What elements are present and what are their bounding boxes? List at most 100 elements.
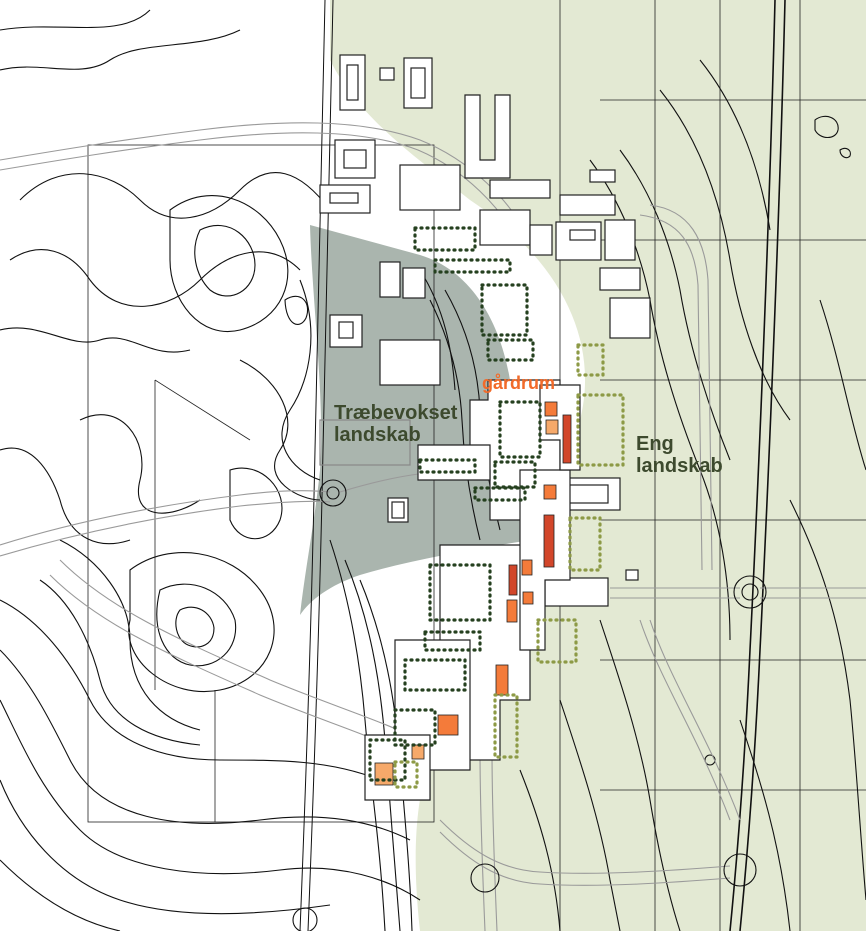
wooded-landscape-label-line1: Træbevokset (334, 402, 458, 424)
road (49, 574, 411, 756)
courtyard-fill (543, 514, 555, 568)
contour-line (0, 859, 121, 931)
road (639, 619, 741, 821)
contour-line (0, 447, 131, 545)
contour-line (194, 224, 256, 297)
railway-track (729, 0, 776, 931)
contour-line (599, 619, 681, 931)
building (334, 139, 376, 179)
tree-row (393, 760, 419, 789)
dotted-tree-rows-olive (393, 343, 625, 789)
roundabout (319, 479, 347, 507)
contour-line (169, 195, 289, 333)
contour-line (128, 552, 275, 692)
courtyard-fill (545, 419, 559, 435)
contour-line (519, 769, 561, 931)
tree-row (393, 708, 437, 747)
building (402, 267, 426, 299)
meadow-landscape-label-line2: landskab (636, 455, 723, 477)
courtyard-label: gårdrum (482, 373, 556, 393)
contour-line (559, 699, 621, 931)
building (329, 192, 359, 204)
existing-buildings (319, 54, 651, 607)
courtyard-fill (437, 714, 459, 736)
tree-row (433, 258, 512, 274)
railway-track (299, 0, 326, 931)
tree-row (536, 618, 578, 664)
meadow-landscape-label-line1: Eng (636, 433, 674, 455)
building (559, 194, 616, 216)
building (464, 94, 511, 179)
contour-line (739, 719, 791, 931)
tree-row (498, 400, 542, 459)
building (391, 501, 405, 519)
railway-track (307, 0, 334, 931)
building (343, 149, 367, 169)
building (555, 221, 602, 261)
building (387, 497, 409, 523)
building (329, 314, 363, 348)
pond-contour (814, 115, 839, 139)
contour-line (0, 649, 411, 841)
building (569, 229, 596, 241)
tree-row (493, 693, 519, 759)
building (339, 54, 366, 111)
roundabout (470, 863, 500, 893)
contour-line (789, 499, 866, 901)
parcel-boundary (87, 144, 435, 823)
building (410, 67, 426, 99)
road (59, 559, 421, 741)
courtyard-fill (544, 401, 558, 417)
pond-contour (704, 754, 716, 766)
building (589, 169, 616, 183)
road (479, 749, 498, 931)
building (319, 419, 411, 466)
building (599, 267, 641, 291)
wooded-landscape-label: Træbevokset landskab (334, 402, 457, 446)
tree-row (473, 486, 527, 502)
contour-line (156, 583, 237, 667)
contour-line (9, 249, 301, 307)
contour-line (0, 699, 421, 901)
courtyard-fill (543, 484, 557, 500)
building (529, 224, 553, 256)
tree-row (418, 458, 477, 474)
contour-line (281, 279, 321, 481)
tree-row (486, 338, 535, 362)
contour-line (19, 172, 331, 219)
contour-line (239, 359, 321, 501)
road (610, 587, 740, 599)
contour-line (619, 149, 731, 461)
courtyard-fill (374, 762, 394, 786)
roundabout (723, 853, 757, 887)
contour-lines (0, 9, 866, 931)
new-campus-buildings (364, 379, 581, 801)
tree-row (368, 738, 407, 782)
building (379, 67, 395, 81)
courtyards (374, 401, 572, 786)
campus-block (417, 444, 491, 481)
building (319, 184, 371, 214)
tree-row (413, 226, 477, 252)
building (489, 179, 551, 199)
building (625, 569, 639, 581)
pond-contour (284, 295, 308, 325)
contour-line (0, 29, 241, 71)
road (760, 587, 866, 599)
contour-line (79, 414, 201, 514)
road (439, 831, 731, 886)
tree-row (423, 630, 482, 652)
courtyard-fill (522, 591, 534, 605)
building (346, 64, 359, 101)
contour-line (0, 599, 381, 781)
contour-line (59, 539, 201, 731)
contour-line (819, 299, 866, 471)
courtyard-fill (562, 414, 572, 464)
courtyard-fill (508, 564, 518, 596)
tree-row (568, 516, 602, 572)
building (604, 219, 636, 261)
tree-row (576, 343, 605, 377)
contour-line (229, 467, 283, 540)
